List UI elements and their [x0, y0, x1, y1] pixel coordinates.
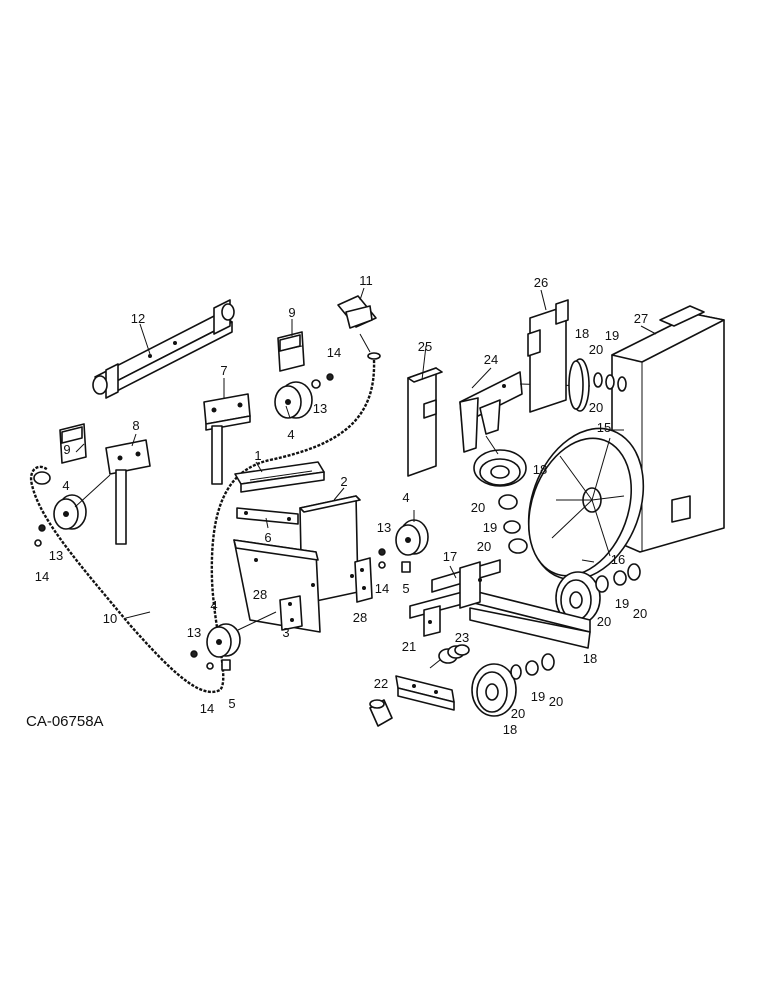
callout-18: 18	[583, 651, 597, 666]
callout-16: 16	[611, 552, 625, 567]
callout-20: 20	[477, 539, 491, 554]
callout-20: 20	[471, 500, 485, 515]
callout-19: 19	[483, 520, 497, 535]
part-4-pulley-left	[53, 494, 87, 530]
part-4-pulley-lower	[206, 623, 241, 658]
callout-11: 11	[359, 273, 373, 288]
small-hardware	[34, 373, 411, 671]
callout-20: 20	[549, 694, 563, 709]
callouts: 11 12 9 14 13 7 4 8 9 4 13 14 1 2 6 4 13…	[35, 273, 648, 737]
part-28-bracket-right	[354, 557, 373, 603]
callout-7: 7	[220, 363, 227, 378]
callout-5: 5	[228, 696, 235, 711]
part-4-pulley-middle	[395, 519, 429, 556]
callout-18: 18	[575, 326, 589, 341]
callout-14: 14	[375, 581, 389, 596]
callout-2: 2	[340, 474, 347, 489]
callout-24: 24	[484, 352, 498, 367]
callout-4: 4	[287, 427, 294, 442]
part-10-cable-loop	[33, 471, 51, 485]
callout-20: 20	[589, 400, 603, 415]
callout-20: 20	[589, 342, 603, 357]
callout-14: 14	[35, 569, 49, 584]
part-25-plate	[407, 367, 443, 477]
part-6-plate	[236, 507, 299, 525]
callout-13: 13	[187, 625, 201, 640]
callout-14: 14	[327, 345, 341, 360]
callout-9: 9	[288, 305, 295, 320]
callout-22: 22	[374, 676, 388, 691]
callout-18: 18	[503, 722, 517, 737]
part-15-large-pulley	[527, 427, 645, 581]
callout-6: 6	[264, 530, 271, 545]
callout-13: 13	[377, 520, 391, 535]
part-10-cable	[29, 359, 376, 693]
part-8-post-bracket	[105, 439, 151, 545]
callout-17: 17	[443, 549, 457, 564]
callout-19: 19	[615, 596, 629, 611]
part-26-bracket	[527, 299, 569, 413]
callout-18: 18	[533, 462, 547, 477]
part-18-pulley-top	[568, 358, 590, 412]
callout-3: 3	[282, 625, 289, 640]
callout-9: 9	[63, 442, 70, 457]
callout-8: 8	[132, 418, 139, 433]
callout-13: 13	[313, 401, 327, 416]
callout-20: 20	[597, 614, 611, 629]
callout-4: 4	[210, 598, 217, 613]
part-11-cable-clamp	[337, 295, 381, 360]
part-9-bracket-upper	[277, 331, 305, 372]
callout-15: 15	[597, 420, 611, 435]
callout-19: 19	[531, 689, 545, 704]
callout-28: 28	[353, 610, 367, 625]
drawing-code: CA-06758A	[26, 713, 104, 730]
callout-28: 28	[253, 587, 267, 602]
part-4-pulley-upper	[274, 381, 313, 419]
callout-14: 14	[200, 701, 214, 716]
callout-20: 20	[633, 606, 647, 621]
callout-4: 4	[402, 490, 409, 505]
callout-1: 1	[254, 448, 261, 463]
callout-13: 13	[49, 548, 63, 563]
callout-21: 21	[402, 639, 416, 654]
callout-26: 26	[534, 275, 548, 290]
part-21-plate	[395, 675, 455, 711]
bearings-and-snap-rings	[498, 372, 641, 680]
part-9-bracket-left	[59, 423, 87, 464]
callout-12: 12	[131, 311, 145, 326]
callout-23: 23	[455, 630, 469, 645]
callout-10: 10	[103, 611, 117, 626]
callout-25: 25	[418, 339, 432, 354]
part-18-pulley-right	[555, 571, 601, 625]
callout-5: 5	[402, 581, 409, 596]
part-1-channel	[234, 461, 325, 493]
part-18-pulley-middle	[473, 449, 527, 487]
callout-4: 4	[62, 478, 69, 493]
callout-20: 20	[511, 706, 525, 721]
part-18-pulley-lower	[471, 663, 517, 717]
part-17-frame	[409, 559, 591, 649]
part-3-plate	[233, 539, 321, 633]
part-22-pin	[369, 699, 393, 727]
callout-27: 27	[634, 311, 648, 326]
part-24-bracket	[459, 371, 591, 453]
part-28-bracket-left	[279, 595, 303, 631]
part-7-post-bracket	[203, 393, 251, 485]
leader-lines	[74, 287, 657, 631]
callout-19: 19	[605, 328, 619, 343]
part-23-spring	[429, 644, 470, 669]
part-12-shaft-bracket	[92, 299, 235, 399]
